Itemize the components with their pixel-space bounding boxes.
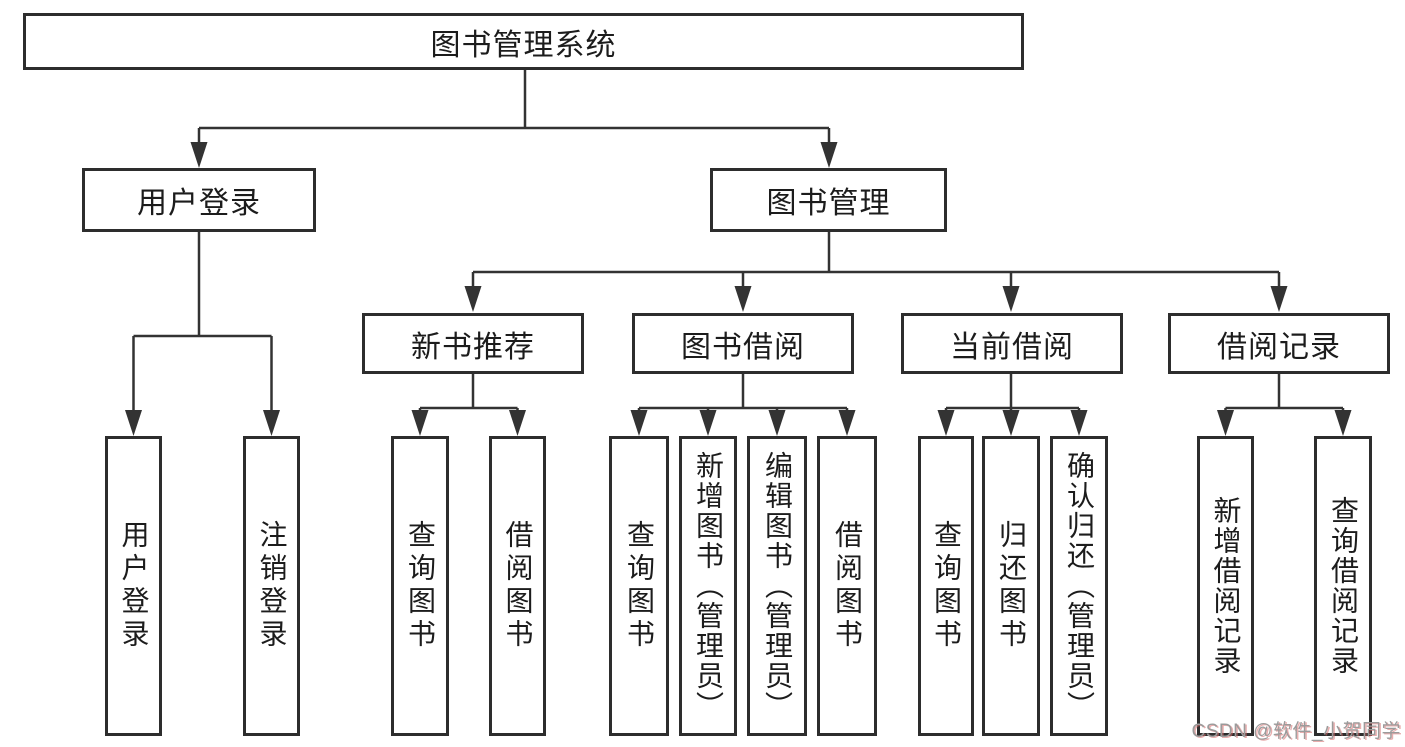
node-current-borrowing-label: 当前借阅 xyxy=(950,330,1074,364)
leaf-query-books-current: 查询图书 xyxy=(918,436,974,736)
leaf-user-login-label: 用户登录 xyxy=(118,520,150,652)
node-user-login-label: 用户登录 xyxy=(137,187,261,220)
leaf-borrow-books-borrow: 借阅图书 xyxy=(817,436,877,736)
leaf-query-borrow-record-label: 查询借阅记录 xyxy=(1328,496,1359,676)
leaf-query-borrow-record: 查询借阅记录 xyxy=(1314,436,1372,736)
leaf-borrow-books-borrow-label: 借阅图书 xyxy=(832,520,863,652)
node-book-management: 图书管理 xyxy=(710,168,947,232)
leaf-borrow-books-newbook-label: 借阅图书 xyxy=(502,520,534,652)
leaf-add-book-admin-label: 新增图书（管理员） xyxy=(693,451,724,721)
leaf-logout-label: 注销登录 xyxy=(256,520,288,652)
leaf-query-books-newbook: 查询图书 xyxy=(391,436,449,736)
leaf-query-books-borrow-label: 查询图书 xyxy=(624,520,655,652)
node-root: 图书管理系统 xyxy=(23,13,1024,70)
csdn-watermark: CSDN @软件_小贺同学 xyxy=(1191,721,1401,742)
node-book-borrowing-label: 图书借阅 xyxy=(681,330,805,364)
arrowheads xyxy=(125,142,1352,436)
leaf-edit-book-admin: 编辑图书（管理员） xyxy=(747,436,807,736)
leaf-query-books-newbook-label: 查询图书 xyxy=(405,520,436,652)
leaf-logout: 注销登录 xyxy=(243,436,300,736)
node-current-borrowing: 当前借阅 xyxy=(901,313,1123,374)
leaf-query-books-borrow: 查询图书 xyxy=(609,436,669,736)
node-root-label: 图书管理系统 xyxy=(430,28,617,62)
leaf-return-book: 归还图书 xyxy=(982,436,1040,736)
leaf-add-book-admin: 新增图书（管理员） xyxy=(679,436,737,736)
leaf-confirm-return-admin-label: 确认归还（管理员） xyxy=(1064,451,1095,721)
leaf-user-login: 用户登录 xyxy=(105,436,162,736)
leaf-add-borrow-record: 新增借阅记录 xyxy=(1197,436,1254,736)
node-book-management-label: 图书管理 xyxy=(766,187,891,220)
node-new-book-recommendation: 新书推荐 xyxy=(362,313,584,374)
leaf-query-books-current-label: 查询图书 xyxy=(931,520,962,652)
node-borrowing-records: 借阅记录 xyxy=(1168,313,1390,374)
leaf-confirm-return-admin: 确认归还（管理员） xyxy=(1050,436,1108,736)
leaf-add-borrow-record-label: 新增借阅记录 xyxy=(1210,496,1242,676)
leaf-borrow-books-newbook: 借阅图书 xyxy=(489,436,546,736)
leaf-return-book-label: 归还图书 xyxy=(996,520,1027,652)
leaf-edit-book-admin-label: 编辑图书（管理员） xyxy=(762,451,793,721)
node-book-borrowing: 图书借阅 xyxy=(632,313,854,374)
node-borrowing-records-label: 借阅记录 xyxy=(1217,330,1341,364)
node-user-login: 用户登录 xyxy=(82,168,316,232)
node-new-book-recommendation-label: 新书推荐 xyxy=(411,330,535,364)
